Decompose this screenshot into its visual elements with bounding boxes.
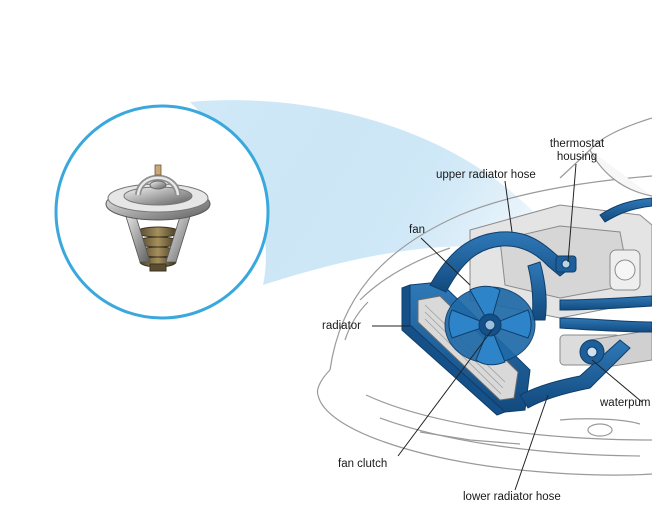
thermostat-housing-label: thermostat housing xyxy=(540,138,614,164)
fan xyxy=(444,285,536,366)
thermostat-part-icon xyxy=(105,164,211,272)
waterpump-label: waterpum xyxy=(600,397,651,409)
thermostat-housing-label-line2: housing xyxy=(556,151,598,163)
lower-radiator-hose-label: lower radiator hose xyxy=(463,491,561,503)
radiator-label: radiator xyxy=(322,320,361,332)
fan-clutch-label: fan clutch xyxy=(338,458,388,470)
thermostat-housing-label-line1: thermostat xyxy=(549,138,605,150)
leader-lines xyxy=(372,163,643,491)
engine-cutaway-icon xyxy=(316,117,652,476)
fan-label: fan xyxy=(409,224,425,236)
upper-radiator-hose-label: upper radiator hose xyxy=(436,169,536,181)
